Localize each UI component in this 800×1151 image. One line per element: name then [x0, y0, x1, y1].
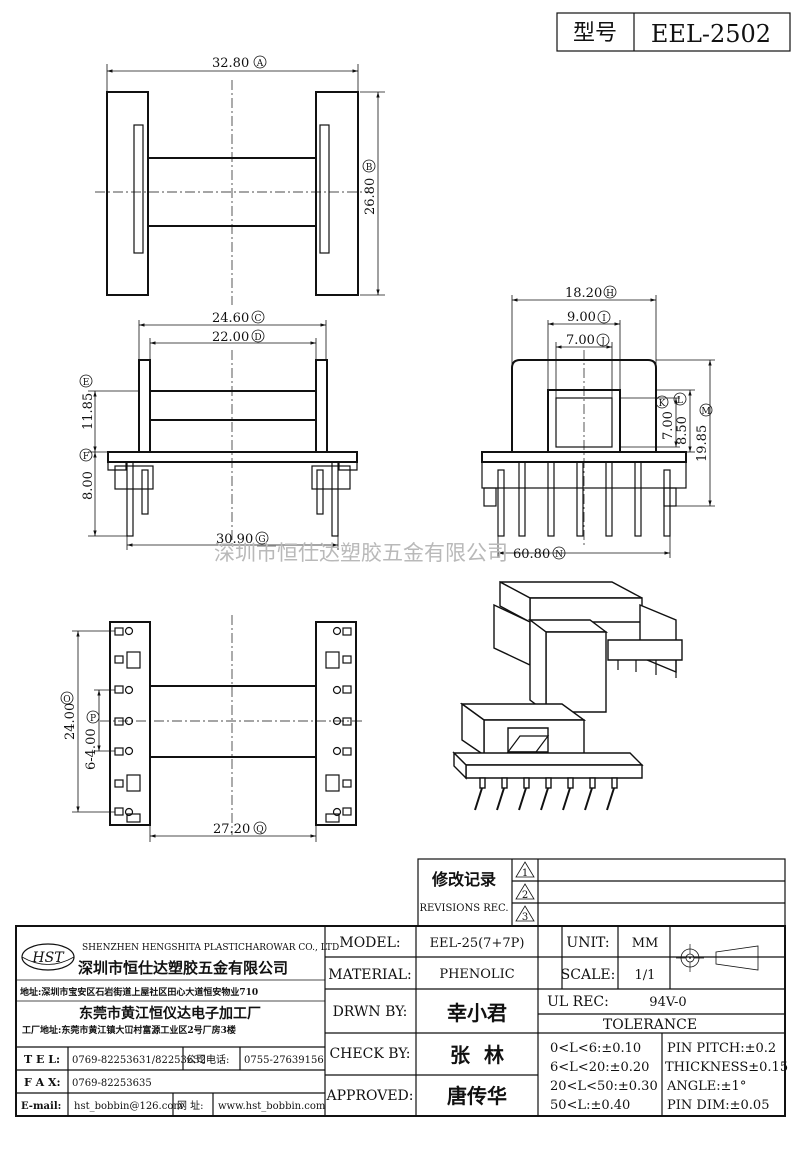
dim-side-outer-tag: H	[606, 289, 614, 299]
bottom-pads-left	[114, 626, 141, 823]
dim-top-height-tag: B	[366, 163, 373, 173]
dim-bottom-width-tag: Q	[256, 825, 263, 835]
dim-bottom-h-pitch: 6-4.00	[84, 728, 99, 770]
company-address: 地址:深圳市宝安区石岩街道上屋社区田心大道恒安物业710	[20, 986, 258, 998]
spec-drawn-label: DRWN BY:	[333, 1004, 408, 1020]
spec-check-value: 张 林	[450, 1043, 504, 1067]
spec-material-label: MATERIAL:	[328, 967, 411, 983]
spec-approved-value: 唐传华	[447, 1084, 507, 1108]
company-tel-value: 0755-27639156	[244, 1055, 324, 1066]
web-label: 网 址:	[177, 1099, 204, 1112]
spec-ul-label: UL REC:	[547, 994, 609, 1010]
dim-front-outer-tag: C	[255, 314, 262, 324]
spec-model-value: EEL-25(7+7P)	[430, 936, 525, 951]
dim-side-h2-tag: M	[701, 407, 710, 417]
spec-material-value: PHENOLIC	[439, 967, 514, 982]
company-name-en: SHENZHEN HENGSHITA PLASTICHAROWAR CO., L…	[82, 943, 339, 953]
fax-label: F A X:	[24, 1076, 61, 1089]
spec-tolerance-label: TOLERANCE	[603, 1017, 697, 1033]
dim-side-inner: 7.00	[566, 333, 595, 348]
dim-bottom-h-outer-tag: O	[63, 695, 70, 705]
side-pins	[497, 461, 671, 537]
dim-side-h1: 8.50	[675, 416, 690, 445]
dim-side-outer: 18.20	[565, 286, 602, 301]
revision-mark-1: 1	[522, 868, 528, 879]
dim-front-inner-tag: D	[254, 333, 261, 343]
model-header-label: 型号	[573, 21, 617, 46]
revisions-title-cn: 修改记录	[431, 870, 496, 889]
revisions-box: 修改记录 REVISIONS REC. 1 2 3	[417, 858, 786, 927]
dim-front-h1-tag: E	[83, 378, 90, 388]
tol-right-3: ANGLE:±1°	[666, 1079, 746, 1094]
factory-address: 工厂地址:东莞市黄江镇大冚村富源工业区2号厂房3楼	[22, 1024, 236, 1036]
iso-pins	[474, 777, 618, 811]
dim-side-mid-tag: I	[602, 314, 606, 324]
dim-side-h2: 19.85	[695, 425, 710, 462]
tol-right-2: THICKNESS±0.15	[665, 1060, 788, 1075]
spec-model-label: MODEL:	[339, 935, 400, 951]
web-value: www.hst_bobbin.com	[218, 1101, 326, 1112]
dim-front-outer: 24.60	[212, 311, 249, 326]
dim-side-core-h: 7.00	[661, 411, 676, 440]
side-view: 18.20 H 9.00 I 7.00 J	[481, 285, 715, 562]
tol-line-2: 6<L<20:±0.20	[550, 1060, 649, 1075]
revision-mark-3: 3	[522, 912, 528, 923]
watermark: 深圳市恒仕达塑胶五金有限公司	[214, 541, 508, 565]
revisions-title-en: REVISIONS REC.	[419, 903, 508, 914]
spec-ul-value: 94V-0	[649, 995, 686, 1010]
company-name-cn: 深圳市恒仕达塑胶五金有限公司	[78, 959, 288, 977]
front-view: 24.60 C 22.00 D 11.85 E 8.00 F	[79, 310, 358, 550]
top-view: 32.80 A 26.80 B	[95, 55, 385, 305]
dim-top-width-tag: A	[256, 59, 264, 69]
tol-line-1: 0<L<6:±0.10	[550, 1041, 641, 1056]
tol-right-1: PIN PITCH:±0.2	[667, 1041, 776, 1056]
spec-check-label: CHECK BY:	[329, 1046, 410, 1062]
tol-right-4: PIN DIM:±0.05	[667, 1098, 769, 1113]
spec-drawn-value: 幸小君	[447, 1001, 507, 1025]
isometric-view	[452, 580, 683, 811]
fax-value: 0769-82253635	[72, 1078, 152, 1089]
dim-front-h2: 8.00	[81, 471, 96, 500]
logo-text: HST	[31, 950, 65, 966]
model-header: 型号 EEL-2502	[556, 12, 791, 52]
tel-value: 0769-82253631/82253632	[72, 1055, 206, 1066]
factory-name: 东莞市黄江恒仪达电子加工厂	[79, 1005, 261, 1022]
company-logo: HST	[21, 943, 75, 971]
dim-top-width: 32.80	[212, 56, 249, 71]
dim-side-h1-tag: L	[677, 396, 683, 406]
revision-mark-2: 2	[522, 890, 528, 901]
dim-front-h2-tag: F	[83, 452, 89, 462]
dim-front-inner: 22.00	[212, 330, 249, 345]
dim-bottom-h-outer: 24.00	[63, 703, 78, 740]
dim-bottom-width: 27.20	[213, 822, 250, 837]
bottom-view: 24.00 O 6-4.00 P 27.20 Q	[60, 615, 365, 842]
bottom-pads-right	[325, 626, 352, 823]
dim-side-base-tag: N	[555, 550, 563, 560]
email-value: hst_bobbin@126.com	[74, 1101, 183, 1112]
projection-symbol	[676, 944, 759, 972]
tol-line-3: 20<L<50:±0.30	[550, 1079, 658, 1094]
title-block: HST SHENZHEN HENGSHITA PLASTICHAROWAR CO…	[15, 925, 788, 1117]
dim-side-base: 60.80	[513, 547, 550, 562]
dim-side-inner-tag: J	[600, 337, 605, 347]
dim-bottom-h-pitch-tag: P	[90, 714, 96, 724]
dim-side-mid: 9.00	[567, 310, 596, 325]
tel-label: T E L:	[24, 1053, 60, 1066]
spec-unit-value: MM	[632, 936, 659, 951]
model-header-value: EEL-2502	[651, 20, 771, 48]
dim-front-base-tag: G	[258, 535, 265, 545]
tol-line-4: 50<L:±0.40	[550, 1098, 630, 1113]
dim-front-h1: 11.85	[81, 393, 96, 430]
spec-scale-label: SCALE:	[561, 967, 616, 983]
dim-top-height: 26.80	[363, 178, 378, 215]
dim-front-base: 30.90	[216, 532, 253, 547]
email-label: E-mail:	[21, 1101, 61, 1112]
spec-approved-label: APPROVED:	[326, 1088, 414, 1104]
dim-side-core-h-tag: K	[659, 399, 666, 409]
spec-scale-value: 1/1	[635, 968, 656, 983]
spec-unit-label: UNIT:	[566, 935, 609, 951]
company-tel-label: 公司电话:	[186, 1053, 229, 1066]
